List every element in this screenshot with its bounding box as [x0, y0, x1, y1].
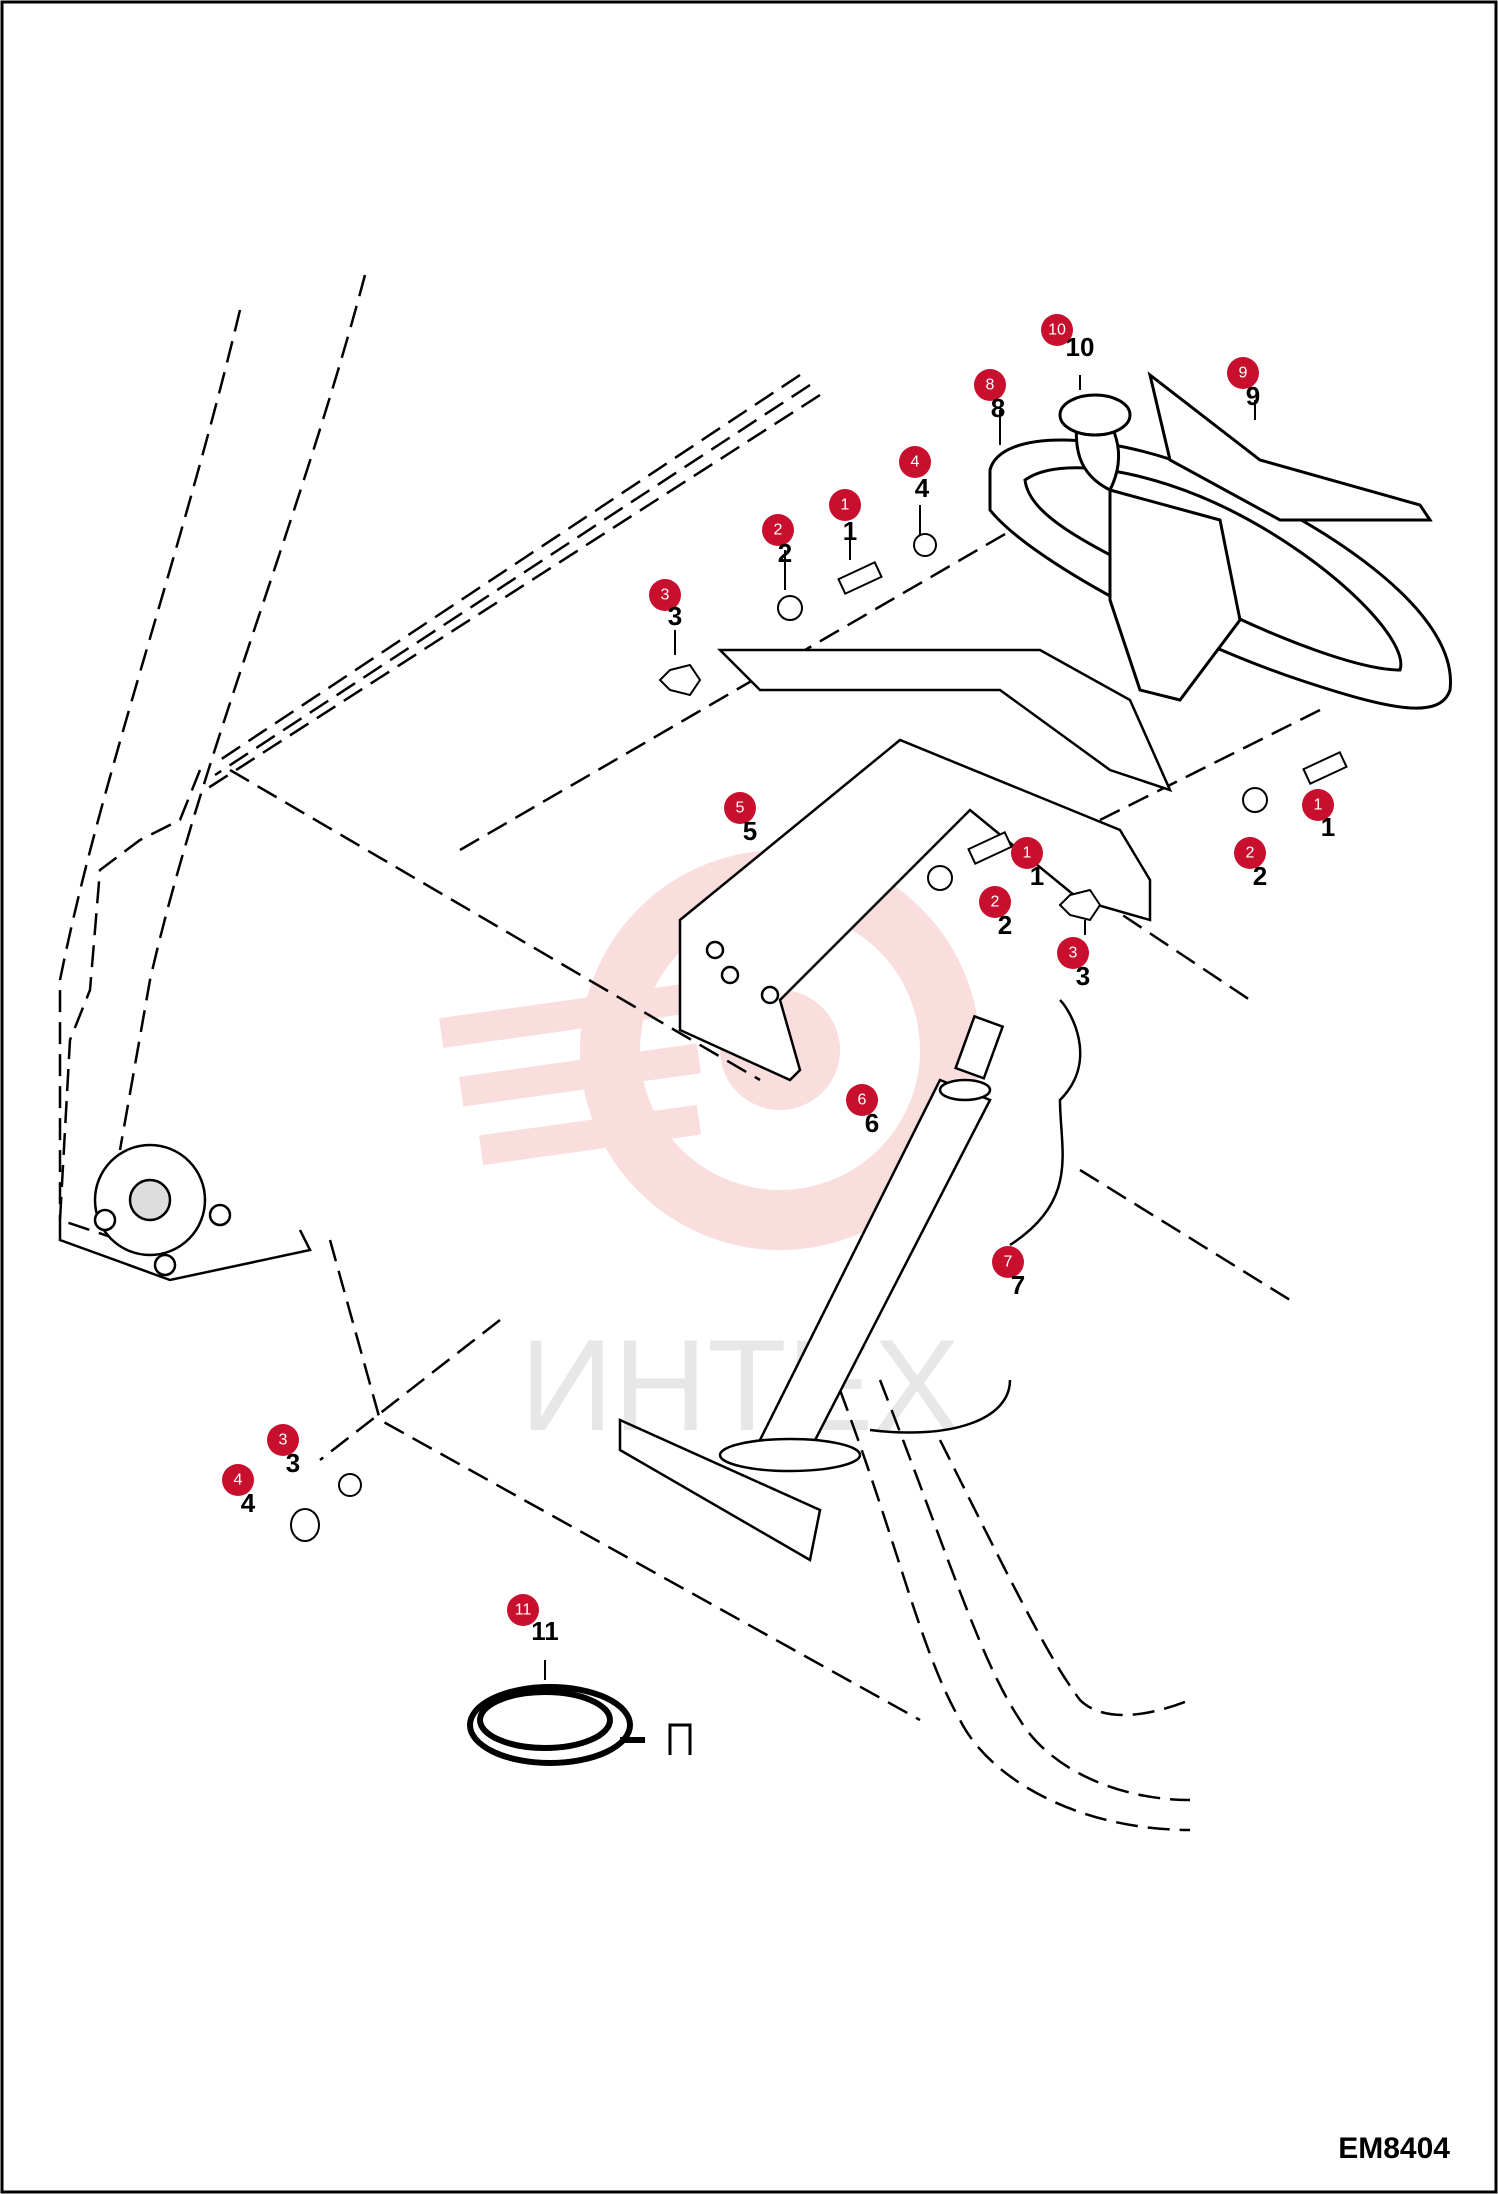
svg-text:6: 6	[865, 1108, 879, 1138]
svg-text:8: 8	[991, 393, 1005, 423]
callout-2a: 2	[762, 514, 794, 546]
svg-text:2: 2	[778, 538, 792, 568]
watermark-text: ИНТЕХ	[520, 1312, 960, 1458]
callout-4a: 4	[899, 446, 931, 478]
svg-text:1: 1	[843, 516, 857, 546]
svg-text:1: 1	[1314, 797, 1323, 814]
callout-3d: 3	[267, 1424, 299, 1456]
callout-10: 10	[1041, 314, 1073, 346]
svg-text:7: 7	[1004, 1254, 1013, 1271]
callout-5: 5	[724, 792, 756, 824]
svg-text:1: 1	[1321, 812, 1335, 842]
callouts: 1 2 3 4 1 2 3 1 2 5 6 7 8 9 10 3 4 11	[222, 314, 1334, 1626]
svg-text:3: 3	[1076, 961, 1090, 991]
svg-text:3: 3	[286, 1448, 300, 1478]
mount-plate	[93, 1143, 232, 1277]
svg-text:5: 5	[743, 816, 757, 846]
callout-6: 6	[846, 1084, 878, 1116]
svg-text:10: 10	[1066, 332, 1095, 362]
svg-text:11: 11	[515, 1602, 532, 1619]
svg-text:1: 1	[1023, 845, 1032, 862]
callout-1a: 1	[829, 489, 861, 521]
callout-3a: 3	[649, 579, 681, 611]
svg-text:2: 2	[998, 910, 1012, 940]
callout-9: 9	[1227, 357, 1259, 389]
svg-text:11: 11	[531, 1616, 559, 1646]
svg-text:4: 4	[241, 1488, 256, 1518]
callout-4d: 4	[222, 1464, 254, 1496]
part-numbers: 1 2 3 4 1 2 3 1 2 5 6 7 8 9 10 3 4 11	[241, 332, 1335, 1646]
hose-coil	[467, 1684, 692, 1766]
svg-text:8: 8	[986, 377, 995, 394]
svg-text:1: 1	[1030, 861, 1044, 891]
callout-8: 8	[974, 369, 1006, 401]
callout-7: 7	[992, 1246, 1024, 1278]
leader-lines	[544, 375, 1256, 1680]
svg-text:2: 2	[774, 522, 783, 539]
svg-text:4: 4	[911, 454, 920, 471]
svg-text:10: 10	[1048, 322, 1066, 339]
svg-text:1: 1	[841, 497, 850, 514]
steering-wheel	[988, 371, 1452, 710]
svg-text:9: 9	[1239, 365, 1248, 382]
callout-3b: 3	[1057, 937, 1089, 969]
callout-2b: 2	[1234, 837, 1266, 869]
callout-11: 11	[507, 1594, 539, 1626]
svg-text:7: 7	[1011, 1270, 1025, 1300]
callout-1c: 1	[1011, 837, 1043, 869]
hardware	[290, 533, 1348, 1542]
svg-text:2: 2	[991, 894, 1000, 911]
svg-text:2: 2	[1253, 861, 1267, 891]
drawing-id: EM8404	[1338, 2132, 1450, 2165]
svg-text:6: 6	[858, 1092, 867, 1109]
svg-text:5: 5	[736, 800, 745, 817]
svg-text:3: 3	[668, 601, 682, 631]
svg-text:9: 9	[1246, 381, 1260, 411]
callout-2c: 2	[979, 886, 1011, 918]
svg-text:3: 3	[279, 1432, 288, 1449]
steering-column	[718, 1014, 1005, 1473]
svg-text:4: 4	[915, 473, 930, 503]
callout-1b: 1	[1302, 789, 1334, 821]
svg-text:2: 2	[1246, 845, 1255, 862]
bracket	[678, 648, 1173, 1082]
svg-text:3: 3	[661, 587, 670, 604]
svg-text:3: 3	[1069, 945, 1078, 962]
frame-solid	[58, 999, 1082, 1562]
svg-text:4: 4	[234, 1472, 243, 1489]
